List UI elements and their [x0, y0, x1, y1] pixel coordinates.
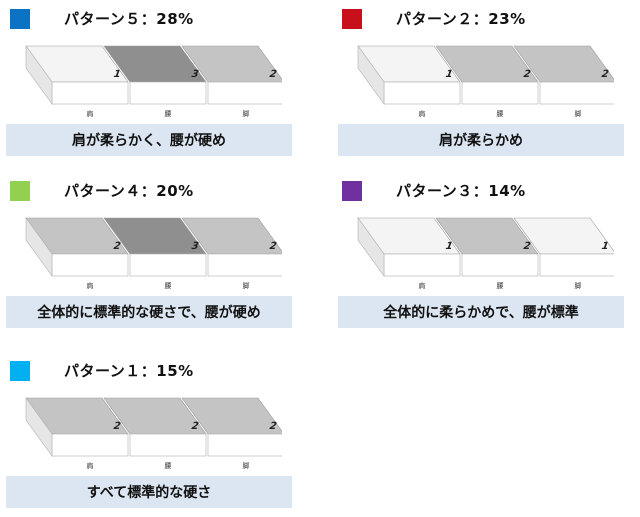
- body-part-label: 肩: [87, 281, 94, 290]
- hardness-value: 2: [599, 68, 610, 80]
- hardness-value: 2: [267, 240, 278, 252]
- hardness-value: 2: [521, 240, 532, 252]
- body-part-label: 肩: [87, 109, 94, 118]
- body-part-label: 脚: [243, 461, 250, 470]
- body-part-label: 脚: [243, 109, 250, 118]
- hardness-value: 1: [599, 240, 610, 252]
- pattern-caption: 肩が柔らかく、腰が硬め: [6, 124, 292, 156]
- body-part-label: 肩: [87, 461, 94, 470]
- pattern-color-swatch: [342, 9, 362, 29]
- pattern-color-swatch: [10, 181, 30, 201]
- mattress-segment: 2脚: [513, 45, 614, 118]
- pattern-color-swatch: [10, 361, 30, 381]
- mattress-segment: 2肩: [25, 217, 129, 290]
- mattress-segment: 3腰: [103, 217, 207, 290]
- mattress-segment: 1肩: [25, 45, 129, 118]
- pattern-title: パターン３：14%: [396, 182, 526, 200]
- pattern-caption: 肩が柔らかめ: [338, 124, 624, 156]
- pattern-title: パターン５：28%: [64, 10, 194, 28]
- body-part-label: 腰: [497, 282, 504, 290]
- pattern-caption: 全体的に標準的な硬さで、腰が硬め: [6, 296, 292, 328]
- body-part-label: 脚: [575, 109, 582, 118]
- body-part-label: 腰: [165, 282, 172, 290]
- hardness-value: 2: [111, 240, 122, 252]
- hardness-value: 2: [521, 68, 532, 80]
- pattern-title: パターン４：20%: [64, 182, 194, 200]
- mattress-segment: 2脚: [181, 45, 282, 118]
- hardness-value: 2: [189, 420, 200, 432]
- mattress-segment: 2肩: [25, 397, 129, 470]
- mattress-segment: 2脚: [181, 217, 282, 290]
- mattress-segment: 1肩: [357, 217, 461, 290]
- hardness-value: 1: [443, 68, 454, 80]
- pattern-color-swatch: [10, 9, 30, 29]
- pattern-color-swatch: [342, 181, 362, 201]
- body-part-label: 腰: [165, 462, 172, 470]
- body-part-label: 脚: [575, 281, 582, 290]
- mattress-segment: 1脚: [513, 217, 614, 290]
- mattress-segment: 1肩: [357, 45, 461, 118]
- hardness-value: 2: [267, 68, 278, 80]
- hardness-value: 2: [111, 420, 122, 432]
- body-part-label: 肩: [419, 281, 426, 290]
- mattress-segment: 2腰: [435, 45, 539, 118]
- pattern-caption: すべて標準的な硬さ: [6, 476, 292, 508]
- hardness-value: 2: [267, 420, 278, 432]
- pattern-title: パターン１：15%: [64, 362, 194, 380]
- pattern-caption: 全体的に柔らかめで、腰が標準: [338, 296, 624, 328]
- hardness-value: 3: [189, 240, 200, 252]
- body-part-label: 脚: [243, 281, 250, 290]
- mattress-segment: 3腰: [103, 45, 207, 118]
- hardness-value: 3: [189, 68, 200, 80]
- mattress-segment: 2腰: [435, 217, 539, 290]
- pattern-title: パターン２：23%: [396, 10, 526, 28]
- mattress-segment: 2腰: [103, 397, 207, 470]
- hardness-value: 1: [111, 68, 122, 80]
- body-part-label: 腰: [165, 110, 172, 118]
- hardness-value: 1: [443, 240, 454, 252]
- body-part-label: 肩: [419, 109, 426, 118]
- body-part-label: 腰: [497, 110, 504, 118]
- mattress-segment: 2脚: [181, 397, 282, 470]
